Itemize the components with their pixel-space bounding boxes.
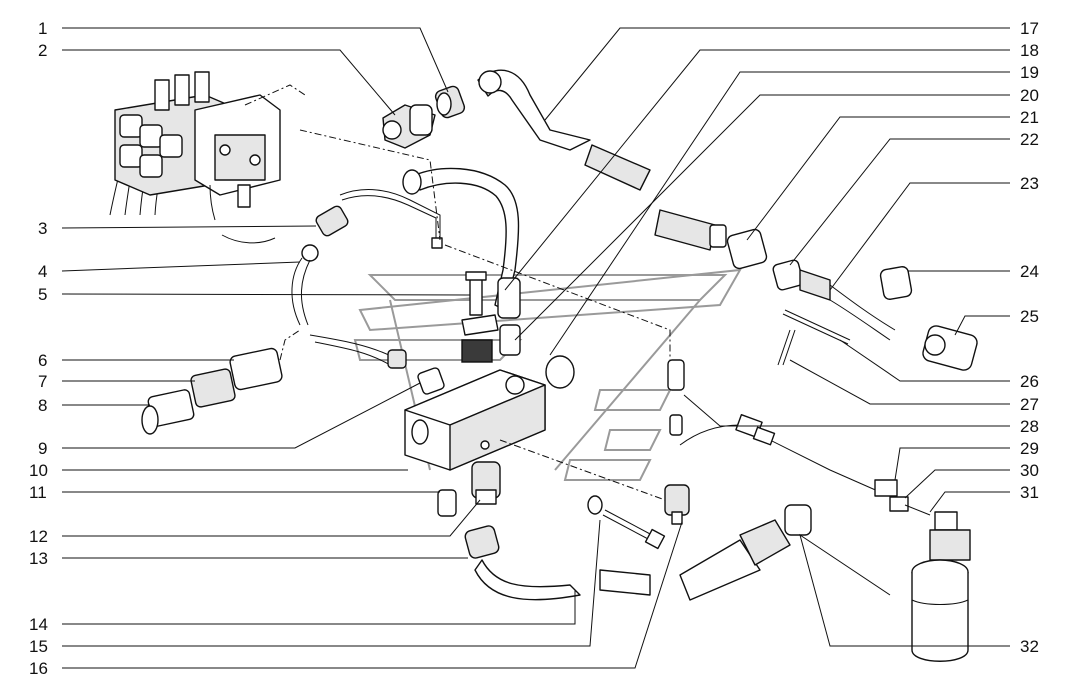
callout-19: 19 xyxy=(1020,63,1039,82)
callout-29: 29 xyxy=(1020,439,1039,458)
callout-10: 10 xyxy=(29,461,48,480)
union-nut xyxy=(434,85,466,119)
bolt-part-27 xyxy=(777,329,796,366)
callout-16: 16 xyxy=(29,659,48,678)
washer xyxy=(587,495,603,515)
callout-3: 3 xyxy=(38,219,47,238)
hose-lower-right xyxy=(679,504,812,601)
callout-5: 5 xyxy=(38,285,47,304)
callout-26: 26 xyxy=(1020,372,1039,391)
callout-25: 25 xyxy=(1020,307,1039,326)
pressure-sensor xyxy=(664,484,690,525)
callout-32: 32 xyxy=(1020,637,1039,656)
callout-20: 20 xyxy=(1020,86,1039,105)
long-bolt xyxy=(602,509,666,550)
callout-17: 17 xyxy=(1020,19,1039,38)
manifold-block xyxy=(404,369,546,471)
adapter-fitting xyxy=(417,367,445,395)
screw-part-31 xyxy=(904,504,931,516)
callout-13: 13 xyxy=(29,549,48,568)
quick-coupler-assembly xyxy=(141,347,283,435)
callout-labels: 1 2 3 4 5 6 7 8 9 10 11 12 13 14 15 16 1… xyxy=(29,19,1039,678)
fitting-part-20 xyxy=(499,324,521,356)
callout-22: 22 xyxy=(1020,130,1039,149)
callout-11: 11 xyxy=(29,483,47,502)
callout-30: 30 xyxy=(1020,461,1039,480)
callout-27: 27 xyxy=(1020,395,1039,414)
callout-28: 28 xyxy=(1020,417,1039,436)
control-valve-bank xyxy=(109,71,281,244)
hydraulic-filter xyxy=(911,511,971,662)
callout-4: 4 xyxy=(38,262,47,281)
assembly-centerlines xyxy=(244,84,671,501)
callout-14: 14 xyxy=(29,615,48,634)
callout-31: 31 xyxy=(1020,483,1039,502)
hose-elbow-top xyxy=(477,69,651,191)
hose-lower-left xyxy=(464,525,651,601)
bolt-part-26 xyxy=(782,309,851,345)
callout-2: 2 xyxy=(38,41,47,60)
clamp-part-29 xyxy=(679,414,909,512)
hose-part-9 xyxy=(309,334,407,369)
callout-8: 8 xyxy=(38,396,47,415)
callout-24: 24 xyxy=(1020,262,1039,281)
elbow-fitting-small xyxy=(291,189,443,326)
nut-part-24 xyxy=(879,266,913,300)
callout-15: 15 xyxy=(29,637,48,656)
callout-1: 1 xyxy=(38,19,47,38)
callout-9: 9 xyxy=(38,439,47,458)
tee-fitting xyxy=(382,104,436,149)
callout-23: 23 xyxy=(1020,174,1039,193)
bolt-and-bracket xyxy=(461,271,499,363)
callout-6: 6 xyxy=(38,351,47,370)
leader-lines xyxy=(61,27,1010,669)
callout-21: 21 xyxy=(1020,108,1039,127)
callout-12: 12 xyxy=(29,527,48,546)
cap-part-19 xyxy=(545,355,575,389)
plug-part-11 xyxy=(437,489,457,517)
elbow-part-25 xyxy=(922,325,978,371)
callout-7: 7 xyxy=(38,372,47,391)
fitting-part-28 xyxy=(667,359,685,436)
callout-18: 18 xyxy=(1020,41,1039,60)
swivel-fitting-12 xyxy=(471,461,501,505)
hose-right-upper xyxy=(654,209,896,341)
bent-tube xyxy=(402,167,521,319)
